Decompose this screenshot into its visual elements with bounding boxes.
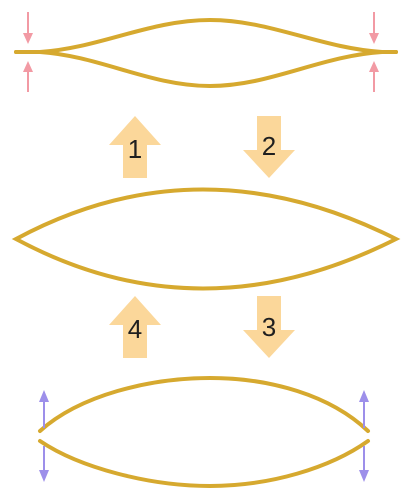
compress-arrow-top-right <box>369 12 379 44</box>
step-4-arrow-shape <box>109 296 161 358</box>
pull-arrow-down-right <box>359 446 369 482</box>
split-lens-lower-arc <box>38 439 370 489</box>
pull-arrows <box>39 390 369 482</box>
step-2-arrow: 2 <box>243 116 295 178</box>
step-2-label: 2 <box>262 131 276 161</box>
pinched-lens-top-curve <box>14 17 398 54</box>
pull-arrow-down-left <box>39 446 49 482</box>
step-4-label: 4 <box>128 314 142 344</box>
step-3-label: 3 <box>262 312 276 342</box>
step-1-arrow: 1 <box>109 116 161 178</box>
pull-arrow-up-right <box>359 390 369 428</box>
step-1-label: 1 <box>128 134 142 164</box>
full-lens-shape <box>11 187 401 291</box>
pinched-lens-bottom-curve <box>14 50 398 89</box>
compress-arrows <box>23 12 379 92</box>
split-lens-shape <box>38 375 370 489</box>
compress-arrow-bottom-left <box>23 61 33 92</box>
step-3-arrow: 3 <box>243 296 295 358</box>
step-4-arrow: 4 <box>109 296 161 358</box>
pinched-lens-shape <box>14 17 398 89</box>
pull-arrow-up-left <box>39 390 49 428</box>
split-lens-upper-arc <box>38 375 370 433</box>
compress-arrow-bottom-right <box>369 61 379 92</box>
step-2-arrow-shape <box>243 116 295 178</box>
compress-arrow-top-left <box>23 12 33 44</box>
step-3-arrow-shape <box>243 296 295 358</box>
step-1-arrow-shape <box>109 116 161 178</box>
